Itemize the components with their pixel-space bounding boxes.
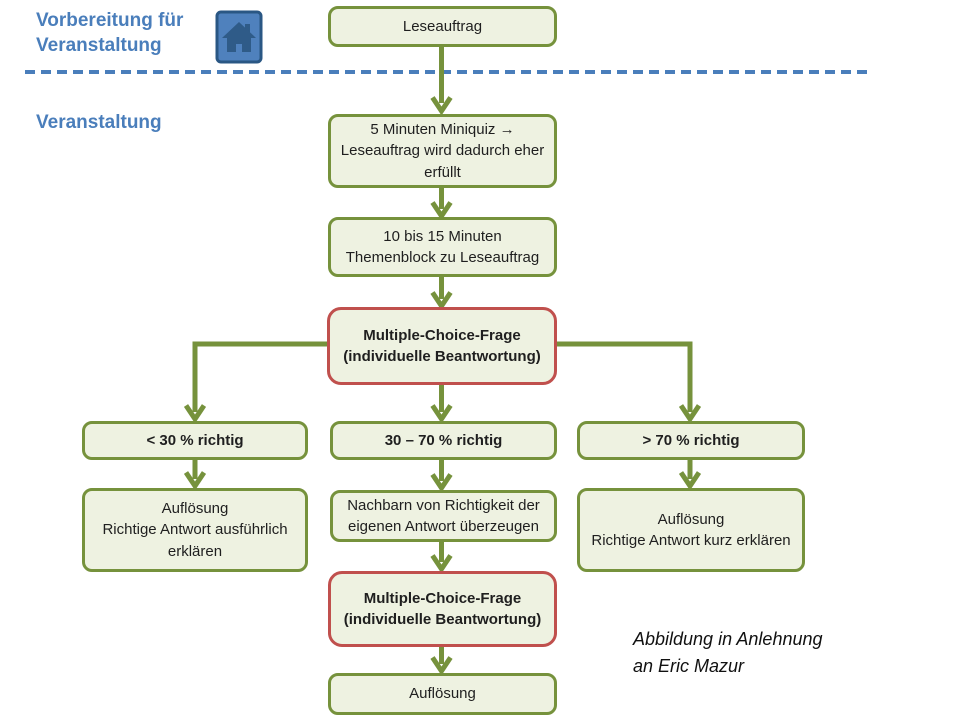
box-branch-lt30: < 30 % richtig: [82, 421, 308, 460]
box-multiple-choice-2: Multiple-Choice-Frage (individuelle Bean…: [328, 571, 557, 647]
home-icon-graphic: [215, 10, 263, 64]
home-icon[interactable]: [215, 10, 263, 64]
box-result-gt70: Auflösung Richtige Antwort kurz erklären: [577, 488, 805, 572]
section-label-vorbereitung: Vorbereitung für Veranstaltung: [36, 10, 184, 57]
box-result-lt30: Auflösung Richtige Antwort ausführlich e…: [82, 488, 308, 572]
box-multiple-choice-1: Multiple-Choice-Frage (individuelle Bean…: [327, 307, 557, 385]
section-label-veranstaltung: Veranstaltung: [36, 112, 162, 133]
box-themenblock: 10 bis 15 Minuten Themenblock zu Leseauf…: [328, 217, 557, 277]
box-branch-30-70: 30 – 70 % richtig: [330, 421, 557, 460]
box-leseauftrag: Leseauftrag: [328, 6, 557, 47]
box-result-30-70: Nachbarn von Richtigkeit der eigenen Ant…: [330, 490, 557, 542]
attribution-caption: Abbildung in Anlehnung an Eric Mazur: [633, 629, 823, 676]
box-branch-gt70: > 70 % richtig: [577, 421, 805, 460]
box-miniquiz: 5 Minuten Miniquiz → Leseauftrag wird da…: [328, 114, 557, 188]
box-aufloesung-final: Auflösung: [328, 673, 557, 715]
